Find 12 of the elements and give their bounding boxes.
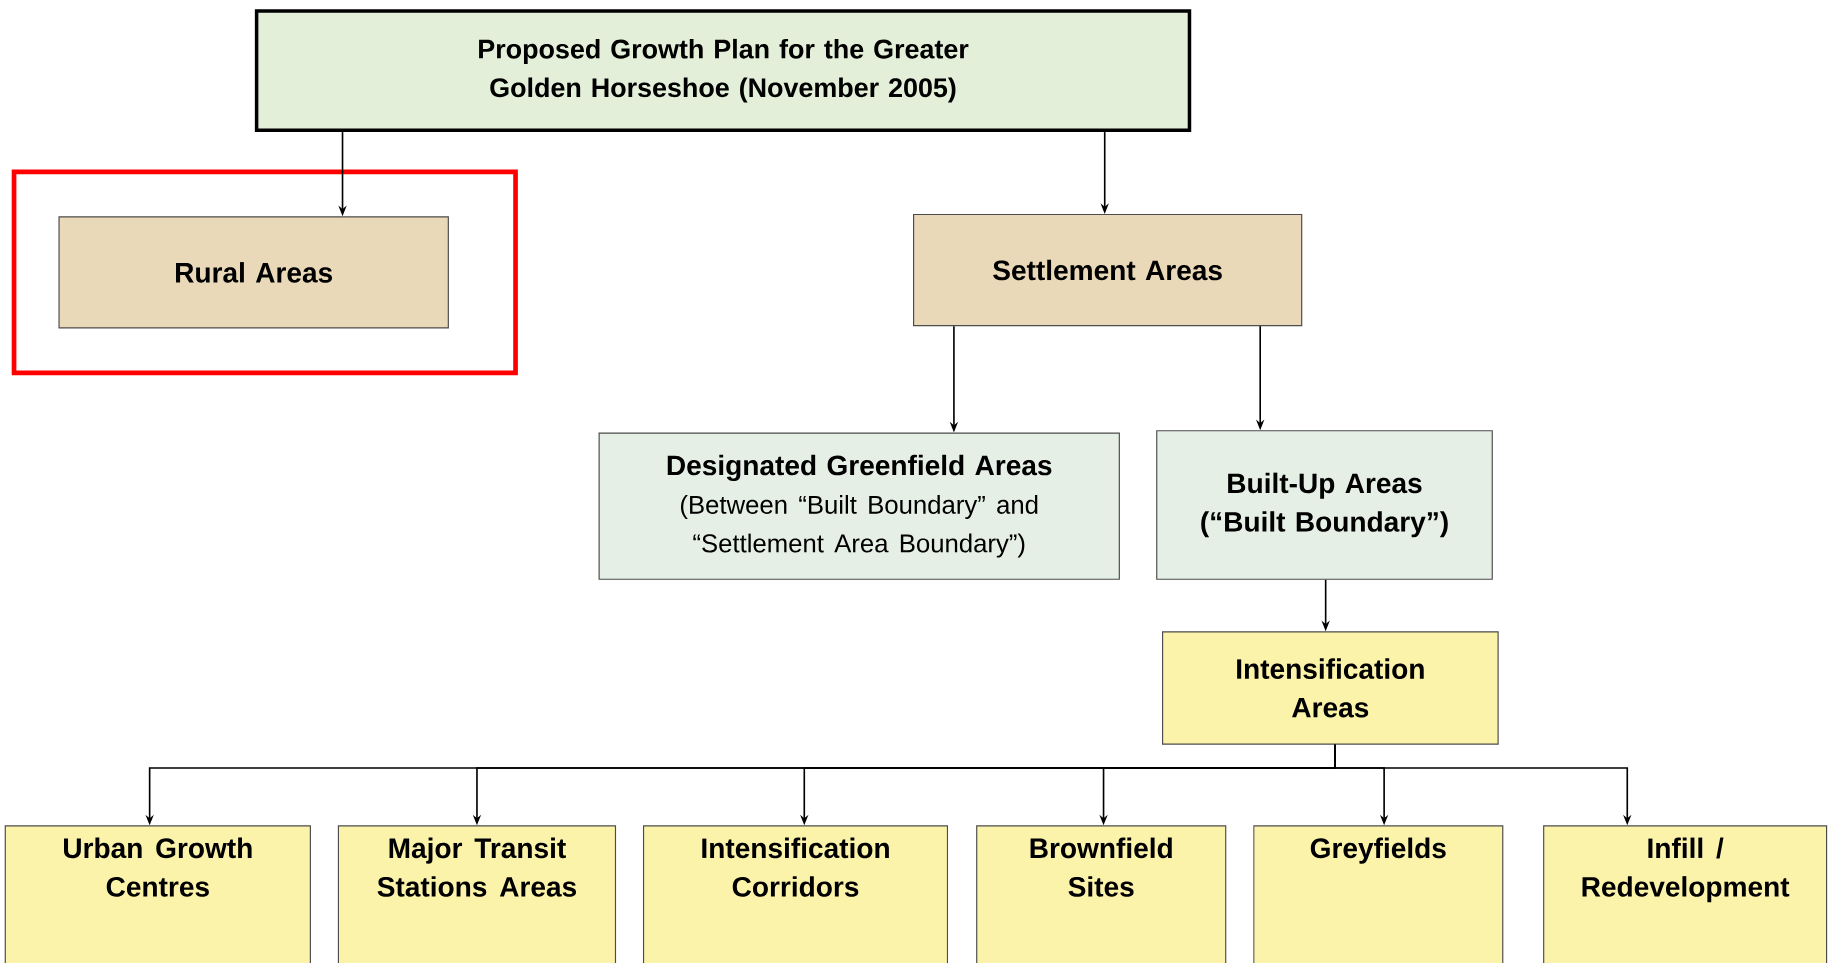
- area-box: Intensification Areas: [1162, 631, 1499, 745]
- area-box: Settlement Areas: [913, 213, 1303, 326]
- area-box: Built-Up Areas (“Built Boundary”): [1156, 430, 1493, 580]
- area-box: Designated Greenfield Areas (Between “Built Boundary” and “Settlement Area Boundary”): [598, 432, 1120, 580]
- area-box: Rural Areas: [58, 216, 449, 329]
- category-box: Major Transit Stations Areas: [337, 825, 617, 963]
- category-box: Intensification Corridors: [642, 825, 949, 963]
- category-box: Greyfields: [1253, 825, 1504, 963]
- category-box: Urban Growth Centres: [4, 825, 311, 963]
- title-box: Proposed Growth Plan for the Greater Golden Horseshoe (November 2005): [254, 9, 1192, 132]
- category-box: Infill / Redevelopment: [1543, 825, 1828, 963]
- category-box: Brownfield Sites: [976, 825, 1227, 963]
